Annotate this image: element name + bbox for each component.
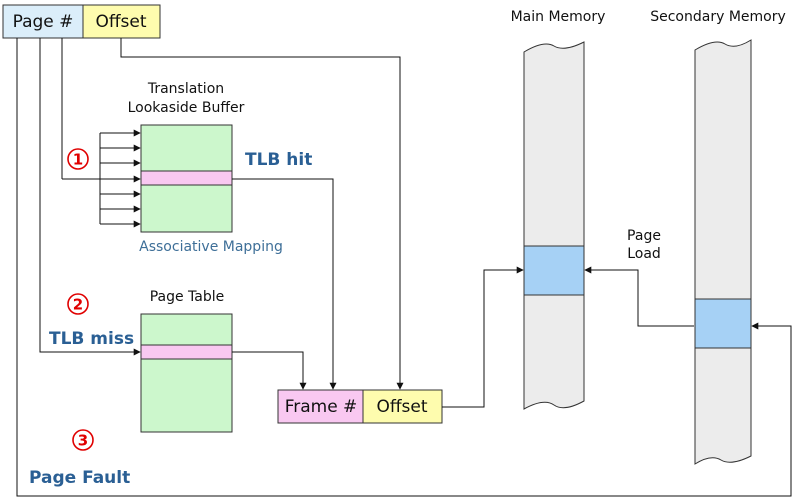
page-load-line1: Page [627,228,661,244]
page-load-line2: Load [627,246,661,262]
secondary-memory: Secondary Memory [650,9,786,465]
main-memory: Main Memory [511,9,606,410]
page-number-box [2,4,84,39]
tlb-associative-inputs [62,129,141,228]
page-fault-label: Page Fault [29,468,130,488]
main-memory-label: Main Memory [511,9,606,25]
tlb-matching-row [140,170,233,186]
main-memory-column [523,41,585,410]
main-memory-frame [523,245,585,296]
page-number-label: Page # [13,12,74,32]
step-3-marker: 3 [72,429,94,451]
physical-offset-label: Offset [376,397,427,417]
logical-address: Page # Offset [2,4,161,39]
page-load-arrow [584,266,694,327]
physical-address: Frame # Offset [277,389,443,424]
offset-label: Offset [95,12,146,32]
secondary-memory-column [694,39,752,465]
secondary-memory-page [694,298,752,349]
page-fault-loop-arrow [16,38,792,497]
tlb-title-line1: Translation [147,81,224,97]
page-table-box [140,313,233,433]
step-2-number: 2 [73,296,83,314]
page-to-page-table-arrow [39,38,141,356]
frame-number-box [277,389,364,424]
step-1-marker: 1 [67,148,89,170]
offset-to-physical-offset-arrow [120,38,404,390]
step-1-number: 1 [73,151,83,169]
flow-arrows [16,38,792,497]
physical-offset-box [362,389,443,424]
tlb-hit-label: TLB hit [245,150,312,170]
tlb-caption: Associative Mapping [139,239,283,255]
page-table-title: Page Table [150,289,225,305]
frame-number-label: Frame # [285,397,358,417]
tlb-miss-label: TLB miss [49,329,134,349]
page-table-matching-row [140,344,233,360]
page-table: Page Table TLB miss [49,289,233,433]
page-table-to-frame-arrow [232,351,307,390]
secondary-memory-label: Secondary Memory [650,9,786,25]
tlb-title-line2: Lookaside Buffer [128,100,245,116]
step-2-marker: 2 [67,293,89,315]
tlb-hit-to-frame-arrow [232,178,337,390]
tlb: Translation Lookaside Buffer Associative… [128,81,313,255]
physical-to-main-memory-arrow [442,266,524,408]
offset-box [82,4,161,39]
step-3-number: 3 [78,432,88,450]
